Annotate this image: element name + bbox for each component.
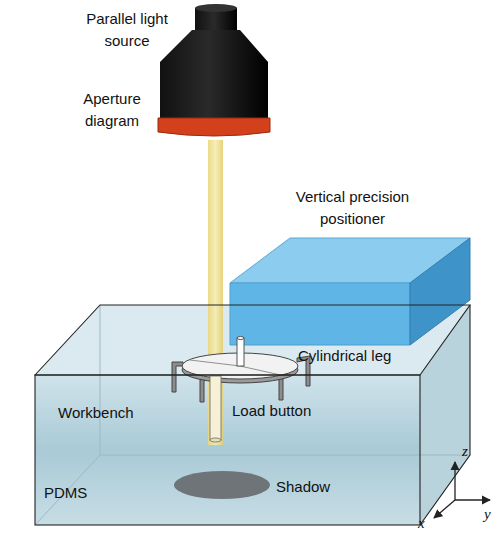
part-label: Cylindrical leg	[298, 345, 428, 367]
device-label: Vertical precision positioner	[270, 186, 435, 230]
workbench	[172, 337, 310, 403]
light-source	[158, 4, 270, 136]
vertical-positioner	[230, 238, 470, 345]
axis-label: y	[484, 503, 498, 525]
tank-outline	[35, 305, 470, 525]
light-beam	[208, 140, 223, 445]
device-label: Parallel light source	[72, 8, 182, 52]
shadow-spot	[174, 471, 270, 499]
axis-label: x	[418, 512, 434, 534]
axis-triad	[434, 462, 490, 518]
load-button	[210, 376, 221, 442]
device-label: Aperture diagram	[72, 88, 152, 132]
axis-label: z	[462, 440, 482, 462]
material-label: PDMS	[44, 482, 114, 504]
part-label: Load button	[232, 400, 332, 422]
part-label: Shadow	[276, 476, 346, 498]
part-label: Workbench	[58, 402, 158, 424]
